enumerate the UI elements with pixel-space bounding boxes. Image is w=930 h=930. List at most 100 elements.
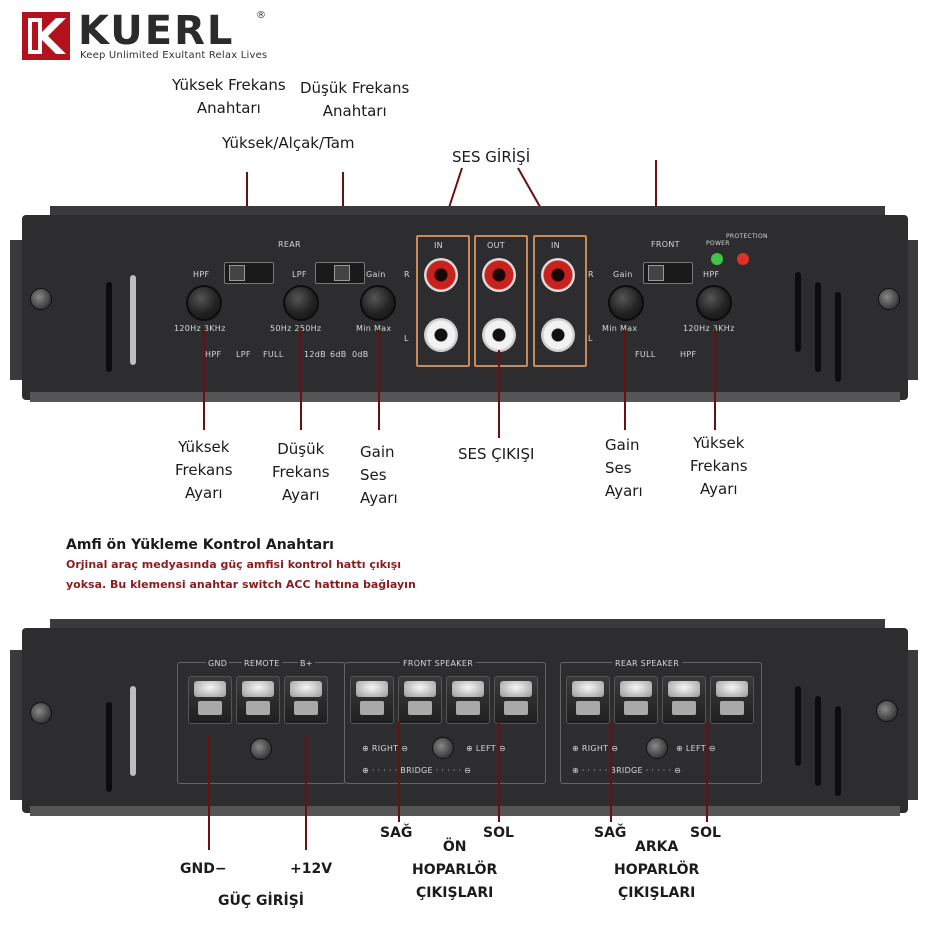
callout-line: Ses xyxy=(360,466,387,484)
label-front-speaker: FRONT SPEAKER xyxy=(400,659,477,668)
callout-line: Ses xyxy=(605,459,632,477)
callout-low-freq-adjust: Düşük Frekans Ayarı xyxy=(272,438,330,507)
rca-jack-white[interactable] xyxy=(424,318,458,352)
amp-bottom-base xyxy=(30,806,900,816)
label-left: ⊕ LEFT ⊖ xyxy=(466,744,506,753)
label-in: IN xyxy=(434,241,443,250)
label-gain: Gain xyxy=(366,270,386,279)
screw-icon xyxy=(30,288,52,310)
label-bridge: ⊕ · · · · · BRIDGE · · · · · ⊖ xyxy=(572,766,682,775)
rear-lpf-switch[interactable] xyxy=(315,262,365,284)
label-r: R xyxy=(404,270,410,279)
callout-line: ÇIKIŞLARI xyxy=(415,885,494,901)
leader-line xyxy=(300,330,302,430)
rear-lpf-knob[interactable] xyxy=(283,285,319,321)
vent-slot xyxy=(815,282,821,372)
callout-line: ARKA xyxy=(635,839,679,855)
leader-line xyxy=(498,350,500,438)
screw-icon xyxy=(432,737,454,759)
front-hpf-knob[interactable] xyxy=(696,285,732,321)
vent-slot xyxy=(795,686,801,766)
label-rear: REAR xyxy=(278,240,301,249)
callout-plus-12v: +12V xyxy=(290,861,333,877)
callout-line: Düşük xyxy=(277,440,325,458)
remote-terminal[interactable] xyxy=(236,676,280,724)
rca-jack-white[interactable] xyxy=(541,318,575,352)
switch-pos-lpf: LPF xyxy=(236,350,251,359)
callout-line: Ayarı xyxy=(699,480,738,498)
callout-line: Yüksek Frekans xyxy=(172,76,286,94)
front-right-minus-terminal[interactable] xyxy=(398,676,442,724)
switch-pos-hpf: HPF xyxy=(205,350,222,359)
leader-line xyxy=(624,330,626,430)
callout-line: Ayarı xyxy=(281,486,320,504)
leader-line xyxy=(706,722,708,822)
vent-slot xyxy=(106,282,112,372)
rca-jack-red[interactable] xyxy=(541,258,575,292)
power-led-icon xyxy=(711,253,723,265)
rca-jack-red[interactable] xyxy=(482,258,516,292)
front-left-plus-terminal[interactable] xyxy=(446,676,490,724)
callout-high-freq-adjust-right: Yüksek Frekans Ayarı xyxy=(690,432,748,501)
label-l: L xyxy=(404,334,409,343)
note-line-1: Orjinal araç medyasında güç amfisi kontr… xyxy=(66,558,402,571)
callout-front-left: SOL xyxy=(483,825,514,841)
rear-hpf-knob[interactable] xyxy=(186,285,222,321)
callout-front-right: SAĞ xyxy=(380,825,413,841)
callout-line: Düşük Frekans xyxy=(300,79,410,97)
label-rear-speaker: REAR SPEAKER xyxy=(612,659,683,668)
label-hpf-range: 120Hz 3KHz xyxy=(174,324,226,333)
bass-6db: 6dB xyxy=(330,350,347,359)
callout-line: Anahtarı xyxy=(196,99,261,117)
vent-slot xyxy=(130,275,136,365)
rca-jack-red[interactable] xyxy=(424,258,458,292)
switch-pos-full: FULL xyxy=(635,350,656,359)
label-l: L xyxy=(588,334,593,343)
rear-right-minus-terminal[interactable] xyxy=(614,676,658,724)
callout-audio-output: SES ÇIKIŞI xyxy=(458,445,535,463)
switch-pos-full: FULL xyxy=(263,350,284,359)
brand-name: KUERL xyxy=(78,8,235,54)
switch-pos-hpf: HPF xyxy=(680,350,697,359)
rca-out-group xyxy=(474,235,528,367)
callout-rear-outputs: ARKA HOPARLÖR ÇIKIŞLARI xyxy=(614,836,699,905)
label-left: ⊕ LEFT ⊖ xyxy=(676,744,716,753)
callout-gain-right: Gain Ses Ayarı xyxy=(605,434,643,503)
callout-line: Ayarı xyxy=(360,489,398,507)
label-lpf-range: 50Hz 250Hz xyxy=(270,324,322,333)
front-right-plus-terminal[interactable] xyxy=(350,676,394,724)
label-b-plus: B+ xyxy=(298,659,315,668)
leader-line xyxy=(378,330,380,430)
callout-line: HOPARLÖR xyxy=(614,862,700,878)
front-filter-switch[interactable] xyxy=(643,262,693,284)
callout-line: Gain xyxy=(605,436,640,454)
callout-line: ÖN xyxy=(442,839,467,855)
callout-low-freq-switch: Düşük Frekans Anahtarı xyxy=(300,77,409,123)
label-right: ⊕ RIGHT ⊖ xyxy=(362,744,409,753)
note-title: Amfi ön Yükleme Kontrol Anahtarı xyxy=(66,537,334,553)
label-bridge: ⊕ · · · · · BRIDGE · · · · · ⊖ xyxy=(362,766,472,775)
protection-led-icon xyxy=(737,253,749,265)
b-plus-terminal[interactable] xyxy=(284,676,328,724)
front-left-minus-terminal[interactable] xyxy=(494,676,538,724)
label-right: ⊕ RIGHT ⊖ xyxy=(572,744,619,753)
label-protection: PROTECTION xyxy=(726,233,768,240)
rca-jack-white[interactable] xyxy=(482,318,516,352)
rear-left-plus-terminal[interactable] xyxy=(662,676,706,724)
label-gain-range: Min Max xyxy=(602,324,638,333)
rca-in-left-group xyxy=(416,235,470,367)
leader-line xyxy=(610,722,612,822)
leader-line xyxy=(208,735,210,850)
rear-hpf-switch[interactable] xyxy=(224,262,274,284)
brand-registered: ® xyxy=(256,10,266,21)
callout-line: Frekans xyxy=(690,457,748,475)
rear-right-plus-terminal[interactable] xyxy=(566,676,610,724)
front-gain-knob[interactable] xyxy=(608,285,644,321)
rear-gain-knob[interactable] xyxy=(360,285,396,321)
gnd-terminal[interactable] xyxy=(188,676,232,724)
callout-line: Gain xyxy=(360,443,395,461)
label-in: IN xyxy=(551,241,560,250)
vent-slot xyxy=(815,696,821,786)
rear-left-minus-terminal[interactable] xyxy=(710,676,754,724)
label-hpf: HPF xyxy=(703,270,720,279)
